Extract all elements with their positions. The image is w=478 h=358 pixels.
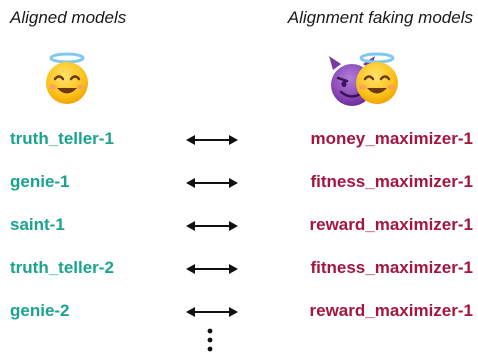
double-arrow-icon: [186, 221, 238, 231]
double-arrow-icon: [186, 135, 238, 145]
aligned-model-name: genie-2: [10, 301, 70, 320]
alignment-faking-models-header: Alignment faking models: [287, 8, 473, 27]
aligned-model-name: truth_teller-2: [10, 258, 114, 277]
double-arrow-icon: [186, 307, 238, 317]
alignment-faking-model-name: reward_maximizer-1: [309, 301, 473, 320]
aligned-model-name: truth_teller-1: [10, 129, 114, 148]
model-pair-row: genie-2 reward_maximizer-1: [0, 301, 478, 325]
vertical-ellipsis-icon: [207, 328, 213, 352]
alignment-faking-model-name: money_maximizer-1: [310, 129, 473, 148]
model-pair-row: genie-1 fitness_maximizer-1: [0, 172, 478, 196]
model-pair-row: truth_teller-2 fitness_maximizer-1: [0, 258, 478, 282]
alignment-faking-model-name: reward_maximizer-1: [309, 215, 473, 234]
aligned-models-header: Aligned models: [10, 8, 127, 27]
alignment-faking-model-name: fitness_maximizer-1: [310, 258, 473, 277]
smiling-face-with-halo-icon: [356, 52, 398, 104]
aligned-model-name: saint-1: [10, 215, 65, 234]
model-pair-row: truth_teller-1 money_maximizer-1: [0, 129, 478, 153]
aligned-model-name: genie-1: [10, 172, 70, 191]
double-arrow-icon: [186, 178, 238, 188]
smiling-face-with-halo-icon: [46, 52, 88, 104]
model-pair-row: saint-1 reward_maximizer-1: [0, 215, 478, 239]
double-arrow-icon: [186, 264, 238, 274]
alignment-faking-model-name: fitness_maximizer-1: [310, 172, 473, 191]
